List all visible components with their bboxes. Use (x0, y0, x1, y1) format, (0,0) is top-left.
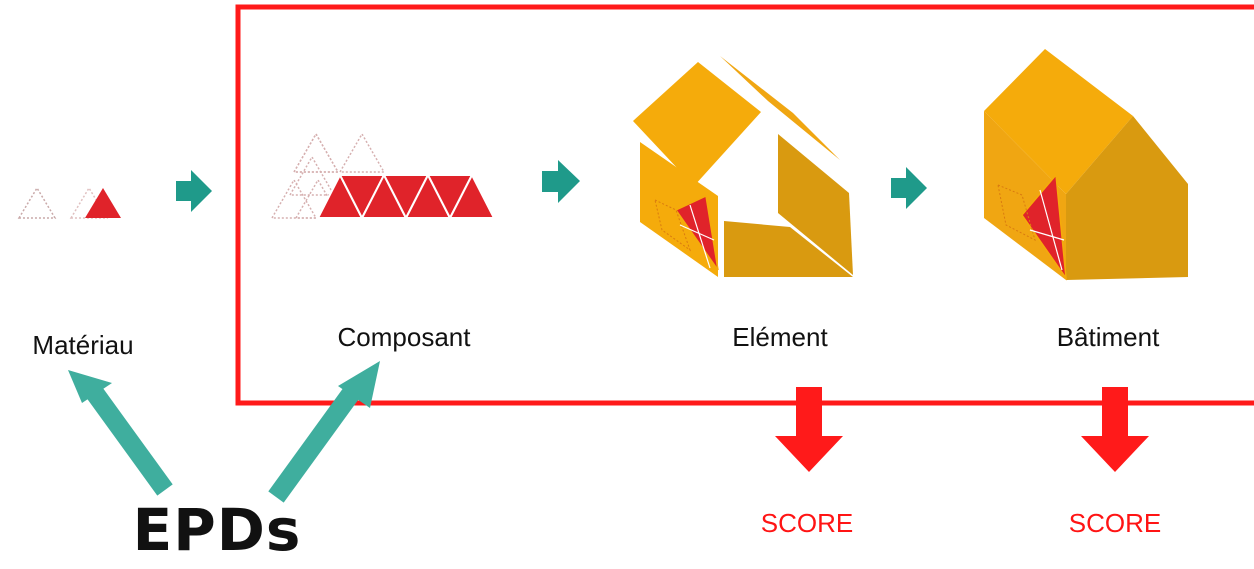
stage-label-composant: Composant (337, 322, 471, 352)
building-house-icon (984, 49, 1188, 281)
score-label-element: SCORE (760, 508, 854, 538)
flow-arrow-3 (891, 167, 927, 209)
score-arrow-element (775, 387, 843, 472)
triangle-component-icon (270, 132, 496, 221)
flow-arrow-1 (176, 170, 212, 212)
stage-label-materiau: Matériau (32, 330, 134, 360)
stage-label-batiment: Bâtiment (1056, 322, 1160, 352)
score-label-batiment: SCORE (1068, 508, 1162, 538)
epd-arrow-materiau (68, 370, 173, 496)
epds-label: EPDs (132, 496, 302, 564)
stage-label-element: Elément (732, 322, 828, 352)
triangle-material-icon (17, 186, 121, 219)
epd-arrow-composant (268, 361, 380, 503)
score-arrow-batiment (1081, 387, 1149, 472)
element-house-icon (633, 56, 853, 277)
scope-frame (235, 4, 1254, 406)
flow-arrow-2 (542, 160, 580, 203)
